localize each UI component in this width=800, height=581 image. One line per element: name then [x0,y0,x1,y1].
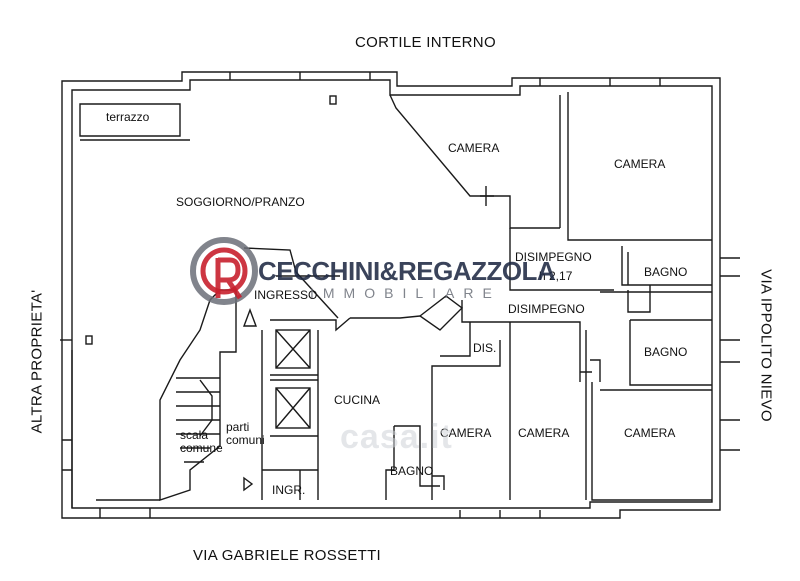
room-scala: scala [180,428,209,442]
room-cucina: CUCINA [334,393,381,407]
room-terrazzo: terrazzo [106,110,150,124]
room-bagno-small: BAGNO [390,464,434,478]
stair [159,289,237,501]
street-top-label: CORTILE INTERNO [355,34,496,51]
room-ingresso: INGRESSO [254,288,318,302]
room-soggiorno: SOGGIORNO/PRANZO [176,195,305,209]
room-bagno-1: BAGNO [644,265,688,279]
room-disimpegno-mid: DISIMPEGNO [508,302,585,316]
brand-logo [190,237,258,305]
lift-2 [275,387,311,429]
room-camera-s2: CAMERA [518,426,570,440]
brand-name: CECCHINI&REGAZZOLA [258,256,556,286]
room-camera-s1: CAMERA [440,426,492,440]
dis-walls [461,300,581,382]
room-parti: parti [226,420,250,434]
outer-wall-inner [71,79,713,509]
ingresso-walls [243,247,339,319]
room-disimpegno-top: DISIMPEGNO [515,250,592,264]
room-height-value: h 2,17 [539,269,573,283]
room-bagno-2: BAGNO [644,345,688,359]
disimpegno-block [509,228,614,291]
room-comuni: comuni [226,433,265,447]
room-ingr: INGR. [272,483,306,497]
room-camera-s3: CAMERA [624,426,676,440]
terrazzo-box [79,103,181,137]
brand-block: CECCHINI&REGAZZOLA IMMOBILIARE [192,238,562,304]
camera-nw-walls [389,94,560,229]
outer-wall [61,71,721,519]
room-camera-ne: CAMERA [614,157,666,171]
street-right-label: VIA IPPOLITO NIEVO [757,269,775,422]
watermark-text: casa.it [340,418,453,456]
lift-1 [275,329,311,369]
room-comune: comune [180,441,223,455]
brand-subtitle: IMMOBILIARE [310,285,501,301]
bagno-small-walls [385,426,395,500]
room-dis: DIS. [473,341,497,355]
street-left-label: ALTRA PROPRIETA' [28,289,46,434]
room-camera-nw: CAMERA [448,141,500,155]
street-bottom-label: VIA GABRIELE ROSSETTI [193,547,382,564]
